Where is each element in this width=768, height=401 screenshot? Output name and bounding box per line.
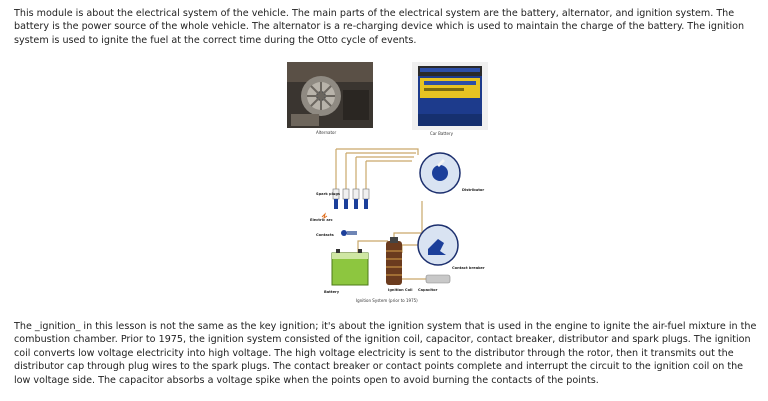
label-battery: Battery bbox=[324, 290, 340, 294]
car-battery-photo bbox=[412, 62, 488, 130]
body-paragraph: The _ignition_ in this lesson is not the… bbox=[14, 321, 757, 386]
label-contact-breaker: Contact breaker bbox=[452, 266, 485, 270]
label-spark-plugs: Spark plugs bbox=[316, 192, 341, 196]
label-ignition-coil: Ignition Coil bbox=[388, 288, 413, 292]
alternator-photo bbox=[287, 62, 373, 128]
label-electric-arc: Electric arc bbox=[310, 218, 333, 222]
label-capacitor: Capacitor bbox=[418, 288, 438, 292]
car-battery-caption: Car Battery bbox=[430, 131, 453, 136]
label-contacts: Contacts bbox=[316, 233, 334, 237]
ignition-system-diagram bbox=[321, 148, 461, 286]
alternator-caption: Alternator bbox=[316, 130, 337, 135]
label-distributor: Distributor bbox=[462, 188, 485, 192]
spark-plug-icon bbox=[332, 188, 370, 209]
diagram-caption: Ignition System (prior to 1975) bbox=[356, 298, 418, 303]
intro-paragraph: This module is about the electrical syst… bbox=[14, 8, 745, 46]
